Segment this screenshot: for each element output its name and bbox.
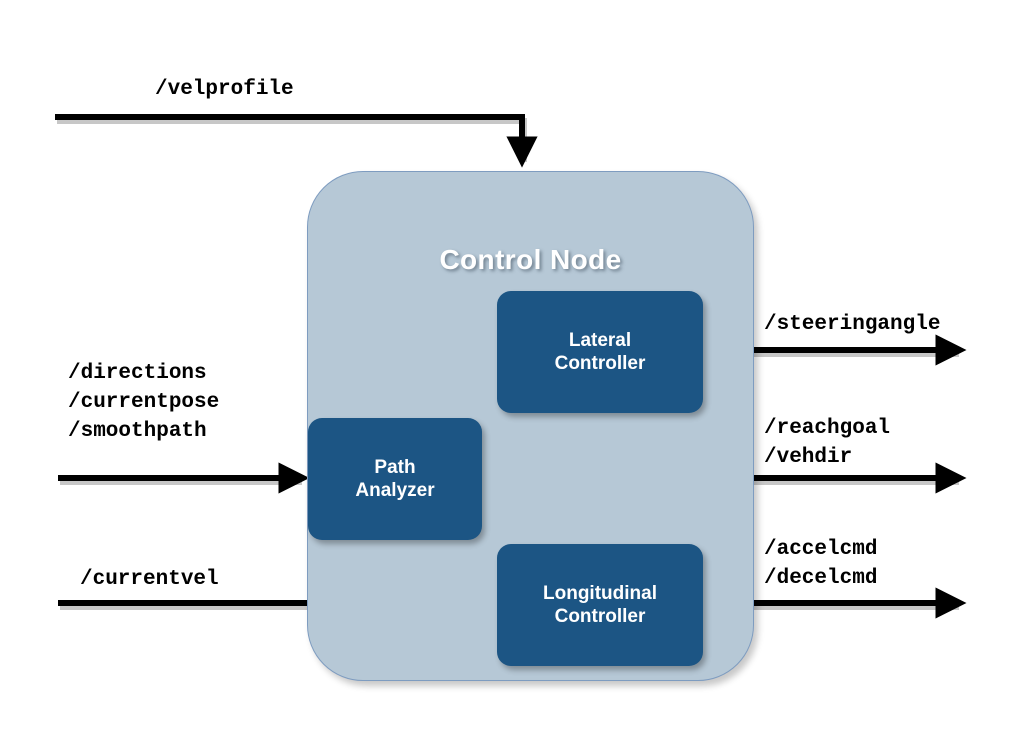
block-lateral-controller-label: Lateral Controller <box>554 329 646 374</box>
topic-label-path-inputs: /directions /currentpose /smoothpath <box>68 362 220 443</box>
control-node-title: Control Node <box>439 244 622 275</box>
block-longitudinal-controller[interactable]: Longitudinal Controller <box>497 544 703 666</box>
topic-label-velprofile: /velprofile <box>155 78 294 101</box>
block-lateral-controller[interactable]: Lateral Controller <box>497 291 703 413</box>
block-path-analyzer[interactable]: Path Analyzer <box>308 418 482 540</box>
topic-label-currentvel: /currentvel <box>80 568 219 591</box>
topic-label-accel-decel: /accelcmd /decelcmd <box>764 538 878 590</box>
block-longitudinal-controller-label: Longitudinal Controller <box>543 582 657 627</box>
topic-label-steeringangle: /steeringangle <box>764 313 941 336</box>
wire-velprofile <box>55 114 538 168</box>
topic-label-reachgoal-vehdir: /reachgoal /vehdir <box>764 417 891 469</box>
block-path-analyzer-label: Path Analyzer <box>355 456 435 501</box>
